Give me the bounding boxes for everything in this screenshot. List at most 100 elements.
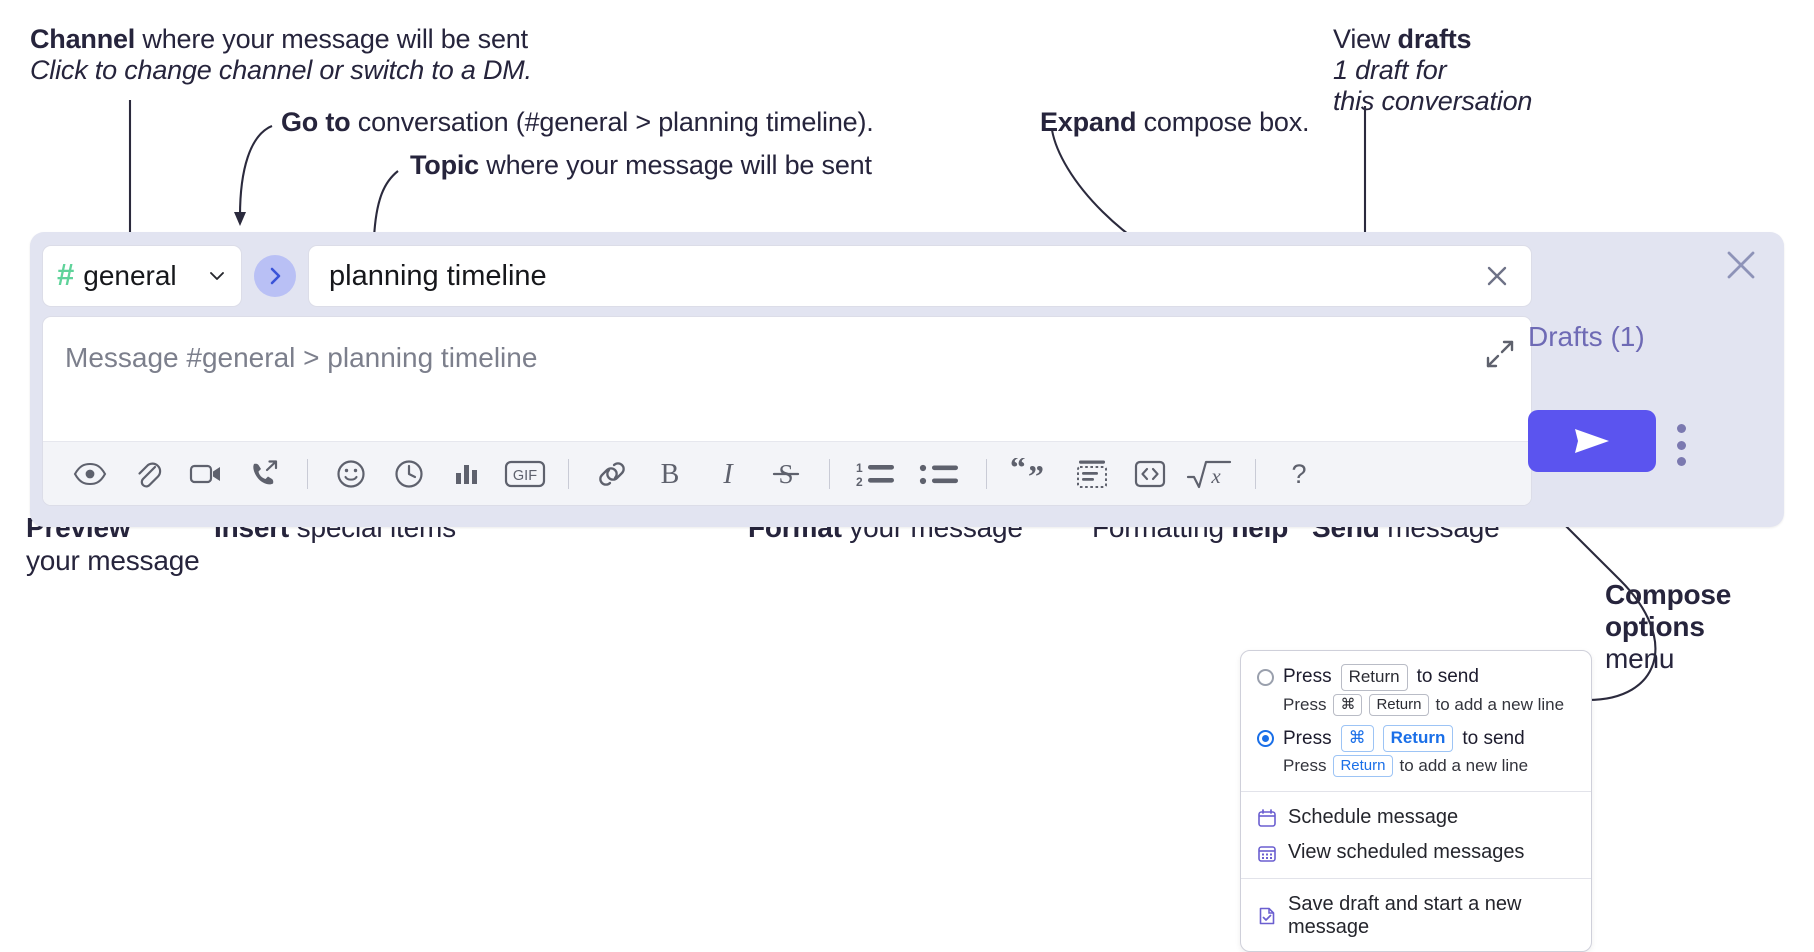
- annotation-drafts: View drafts: [1333, 24, 1472, 56]
- kbd-command: ⌘: [1340, 725, 1374, 753]
- annotation-drafts-pre: View: [1333, 24, 1398, 54]
- compose-header-row: # general planning timeline: [42, 245, 1532, 307]
- menu-radio-return-to-send[interactable]: Press Return to send: [1241, 661, 1591, 692]
- annotation-channel-rest: where your message will be sent: [135, 24, 528, 54]
- annotation-goto-rest: conversation (#general > planning timeli…: [350, 107, 874, 137]
- code-inline-icon[interactable]: [1121, 448, 1179, 500]
- clock-icon[interactable]: [380, 448, 438, 500]
- annotation-drafts-sub2: this conversation: [1333, 86, 1532, 118]
- menu-radio-cmd-return-to-send[interactable]: Press ⌘ Return to send: [1241, 722, 1591, 753]
- radio-label-pre: Press: [1283, 727, 1332, 749]
- sub-pre: Press: [1283, 695, 1327, 715]
- menu-item-label: Save draft and start a new message: [1288, 893, 1522, 939]
- gif-icon[interactable]: GIF: [496, 448, 554, 500]
- latex-icon[interactable]: x: [1179, 448, 1241, 500]
- menu-item-schedule-message[interactable]: Schedule message: [1241, 800, 1591, 835]
- annotation-compose-options-3: menu: [1605, 642, 1674, 675]
- toolbar-separator: [986, 458, 987, 489]
- annotation-expand: Expand compose box.: [1040, 107, 1310, 139]
- calendar-icon: [1258, 809, 1276, 827]
- video-icon[interactable]: [177, 448, 235, 500]
- kebab-dot: [1676, 440, 1686, 450]
- annotation-channel: Channel where your message will be sent: [30, 24, 528, 56]
- goto-conversation-button[interactable]: [254, 255, 296, 297]
- radio-button[interactable]: [1257, 668, 1274, 686]
- annotation-expand-rest: compose box.: [1136, 107, 1310, 137]
- document-check-icon: [1259, 908, 1275, 925]
- annotation-goto-bold: Go to: [281, 107, 351, 137]
- kbd-return: Return: [1333, 755, 1393, 778]
- attachment-icon[interactable]: [119, 448, 177, 500]
- svg-text:x: x: [1210, 464, 1221, 488]
- preview-icon[interactable]: [61, 448, 119, 500]
- kbd-command: ⌘: [1333, 693, 1363, 717]
- svg-text:”: ”: [1028, 458, 1044, 490]
- annotation-topic-rest: where your message will be sent: [479, 150, 872, 180]
- channel-picker[interactable]: # general: [42, 245, 242, 307]
- annotation-channel-bold: Channel: [30, 24, 136, 54]
- annotation-compose-options-2: options: [1605, 610, 1705, 643]
- strikethrough-icon[interactable]: S: [757, 448, 815, 500]
- menu-subtext-cmd-return: Press Return to add a new line: [1241, 753, 1591, 783]
- annotation-compose-bold2: options: [1605, 611, 1705, 642]
- svg-text:B: B: [661, 459, 680, 490]
- menu-divider: [1241, 878, 1591, 880]
- drafts-link[interactable]: Drafts (1): [1528, 321, 1645, 352]
- italic-icon[interactable]: I: [699, 448, 757, 500]
- send-button[interactable]: [1528, 410, 1656, 472]
- menu-item-label: Schedule message: [1288, 806, 1459, 829]
- radio-label-post: to send: [1416, 666, 1479, 688]
- menu-item-view-scheduled-messages[interactable]: View scheduled messages: [1241, 835, 1591, 870]
- ordered-list-icon[interactable]: 1 2: [844, 448, 908, 500]
- menu-item-label: View scheduled messages: [1288, 841, 1525, 864]
- poll-icon[interactable]: [438, 448, 496, 500]
- chevron-right-icon: [270, 267, 281, 285]
- annotation-compose-rest: menu: [1605, 643, 1675, 674]
- link-icon[interactable]: [583, 448, 641, 500]
- audio-call-icon[interactable]: [235, 448, 293, 500]
- annotation-channel-sub: Click to change channel or switch to a D…: [30, 55, 532, 87]
- compose-options-button[interactable]: [1676, 424, 1686, 466]
- radio-button-selected[interactable]: [1257, 730, 1274, 748]
- sub-post: to add a new line: [1435, 695, 1565, 715]
- expand-icon[interactable]: [1485, 339, 1515, 369]
- toolbar-separator: [829, 458, 830, 489]
- menu-divider: [1241, 791, 1591, 793]
- blockquote-icon[interactable]: “ ”: [1001, 448, 1063, 500]
- annotation-compose-bold1: Compose: [1605, 579, 1732, 610]
- topic-field[interactable]: planning timeline: [308, 245, 1532, 307]
- bold-icon[interactable]: B: [641, 448, 699, 500]
- toolbar-separator: [307, 458, 308, 489]
- svg-text:GIF: GIF: [513, 468, 537, 484]
- annotation-drafts-italic1: 1 draft for: [1333, 55, 1447, 85]
- annotation-compose-options-1: Compose: [1605, 578, 1731, 611]
- kebab-dot: [1676, 457, 1686, 466]
- send-paper-plane-icon: [1575, 429, 1609, 453]
- message-input-box[interactable]: Message #general > planning timeline: [42, 316, 1532, 506]
- close-icon[interactable]: [1481, 260, 1513, 292]
- help-icon[interactable]: ?: [1270, 448, 1328, 500]
- annotation-drafts-italic2: this conversation: [1333, 86, 1533, 116]
- svg-text:2: 2: [856, 475, 863, 489]
- close-icon[interactable]: [1724, 248, 1758, 282]
- sub-post: to add a new line: [1399, 756, 1529, 776]
- formatting-toolbar: GIF B: [43, 441, 1531, 505]
- annotation-channel-italic: Click to change channel or switch to a D…: [30, 55, 532, 85]
- calendar-grid-icon: [1258, 846, 1276, 862]
- annotation-topic: Topic where your message will be sent: [410, 150, 872, 182]
- kbd-return: Return: [1340, 664, 1408, 691]
- compose-inner: # general planning timeline Message #gen…: [42, 245, 1532, 513]
- emoji-icon[interactable]: [322, 448, 380, 500]
- radio-label-pre: Press: [1283, 666, 1332, 688]
- topic-value: planning timeline: [329, 259, 547, 292]
- annotation-expand-bold: Expand: [1040, 107, 1137, 137]
- toolbar-separator: [568, 458, 569, 489]
- code-block-icon[interactable]: [1063, 448, 1121, 500]
- menu-subtext-return: Press ⌘ Return to add a new line: [1241, 692, 1591, 722]
- menu-item-save-draft[interactable]: Save draft and start a new message: [1241, 887, 1591, 945]
- sub-pre: Press: [1283, 756, 1327, 776]
- compose-panel: # general planning timeline Message #gen…: [30, 232, 1784, 527]
- svg-text:I: I: [722, 459, 734, 490]
- bulleted-list-icon[interactable]: [908, 448, 972, 500]
- annotation-preview-line2: your message: [26, 544, 200, 577]
